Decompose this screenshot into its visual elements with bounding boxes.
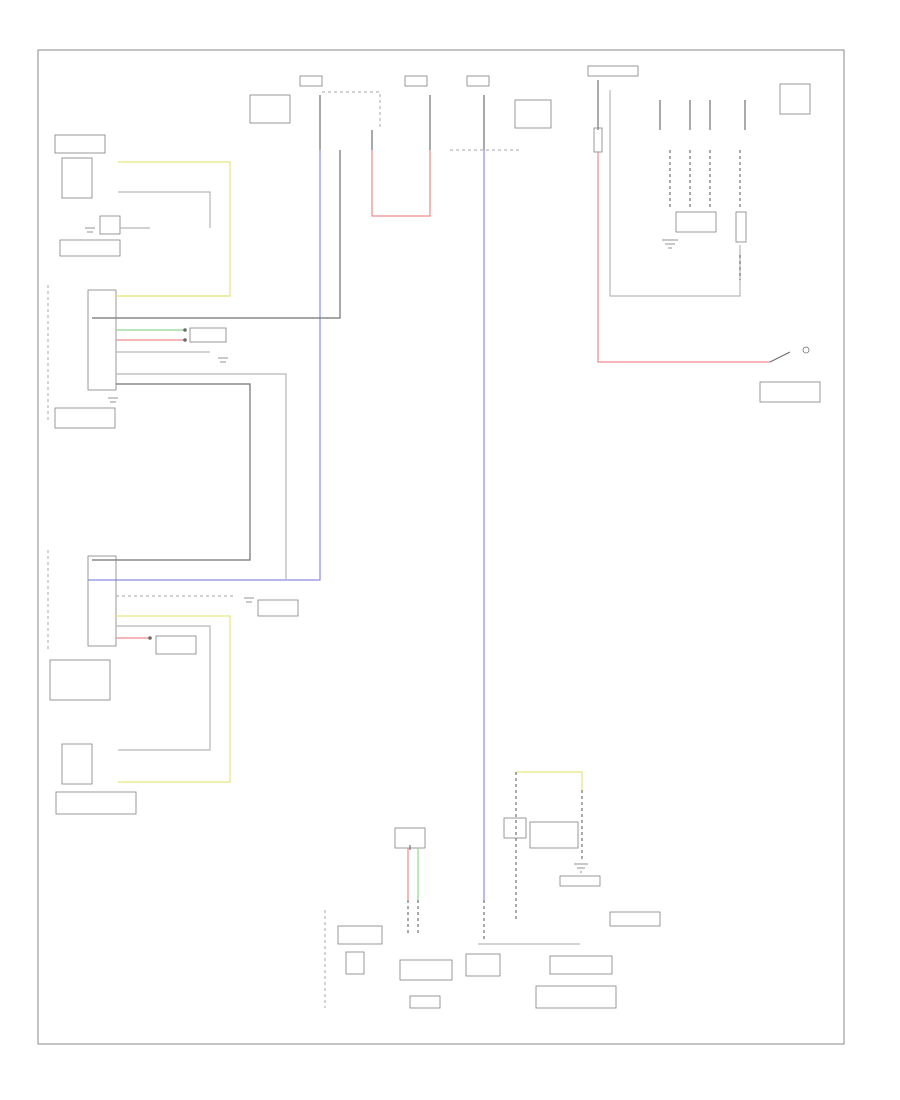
wire-gray-4 — [116, 625, 211, 751]
wire-yellow-1 — [118, 161, 231, 297]
wire-black-2 — [92, 383, 251, 561]
relay-label-2 — [675, 211, 717, 233]
bcm-label — [514, 99, 552, 129]
wire-blue-left — [88, 150, 321, 581]
srs-label — [409, 995, 441, 1009]
ecu-connector — [465, 953, 501, 977]
splice-2 — [183, 338, 187, 342]
bottom-ecu-area — [324, 771, 661, 1009]
wire-red-right — [597, 152, 770, 363]
splice-1 — [183, 328, 187, 332]
diagnostic-module — [535, 985, 617, 1009]
ground-icon-4 — [108, 397, 118, 403]
diagram-frame — [37, 49, 845, 1045]
ocs-label — [529, 821, 579, 849]
lower-seat-label — [55, 791, 137, 815]
ground-label-3 — [155, 635, 197, 655]
body-ground-label — [189, 327, 227, 343]
switch-arm — [769, 351, 791, 363]
fuse-label-1 — [299, 75, 323, 87]
upper-seat-label — [54, 134, 106, 154]
switch-contact — [802, 346, 810, 354]
ground-icon-6 — [574, 863, 588, 873]
ground-label-ocs — [559, 875, 601, 887]
ecu-block-1 — [337, 925, 383, 945]
passenger-module-label — [49, 659, 111, 701]
ground-icon-2 — [85, 227, 95, 233]
driver-module-label — [54, 407, 116, 429]
ground-icon-3 — [218, 357, 228, 363]
passenger-seat-module — [47, 550, 299, 783]
wire-black-1 — [92, 150, 341, 319]
wire-gray-right — [609, 90, 741, 297]
lower-seat-module — [55, 743, 137, 815]
wire-red-loop — [371, 150, 431, 217]
splice-3 — [148, 636, 152, 640]
ocs-sensor — [503, 817, 527, 839]
driver-module-connector — [87, 289, 117, 391]
wire-yellow-3 — [116, 615, 231, 783]
fuse-group-top — [249, 65, 811, 129]
wire-gray-3 — [116, 373, 287, 580]
right-fuse-element — [593, 127, 603, 153]
lower-seat-connector — [61, 743, 93, 785]
ecu-block-2 — [345, 951, 365, 975]
ground-icon-1 — [662, 239, 678, 249]
wire-gray-1 — [118, 191, 211, 228]
can-module — [549, 955, 613, 975]
wire-yellow-ocs — [516, 771, 583, 790]
relay-label — [779, 83, 811, 115]
ocs-module-label — [609, 911, 661, 927]
sensor-box-1 — [99, 215, 121, 235]
ground-icon-5 — [244, 597, 254, 603]
fuse-label-3 — [466, 75, 490, 87]
passenger-module-connector — [87, 555, 117, 647]
body-ground-label-2 — [257, 599, 299, 617]
fuse-link-dashed — [322, 91, 381, 130]
driver-seat-module — [47, 285, 287, 580]
upper-seat-module — [54, 134, 231, 297]
fuse-label-4 — [587, 65, 639, 77]
fuse-label-2 — [404, 75, 428, 87]
ecu-label — [399, 959, 453, 981]
seat-sensor-label — [59, 239, 121, 257]
ecm-label — [249, 94, 291, 124]
upper-seat-connector — [61, 157, 93, 199]
switch-label — [759, 381, 821, 403]
horn-relay — [735, 211, 747, 243]
